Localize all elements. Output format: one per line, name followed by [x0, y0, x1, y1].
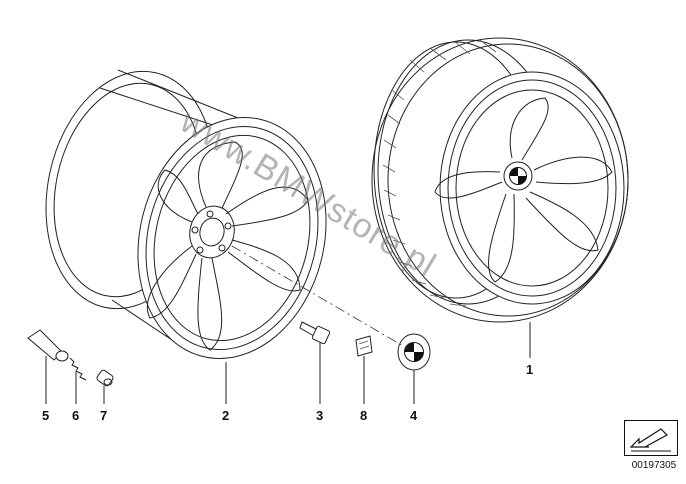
- valve-part-5[interactable]: [27, 329, 69, 362]
- reference-box: [624, 420, 678, 456]
- hub-cap-part-4[interactable]: [397, 333, 431, 371]
- callout-3: 3: [316, 408, 323, 423]
- callout-8: 8: [360, 408, 367, 423]
- callout-6: 6: [72, 408, 79, 423]
- valve-spring-part-6[interactable]: [69, 357, 87, 381]
- complete-wheel-part-1[interactable]: [371, 37, 629, 323]
- callout-4: 4: [410, 408, 418, 423]
- centre-cap-seal-part-8[interactable]: [355, 335, 373, 357]
- wheel-bolt-part-3[interactable]: [299, 321, 331, 345]
- reference-number: 00197305: [631, 460, 677, 471]
- callout-2: 2: [222, 408, 229, 423]
- callout-5: 5: [42, 408, 49, 423]
- arrow-down-left-icon: [629, 428, 671, 452]
- callout-1: 1: [526, 362, 533, 377]
- valve-cap-part-7[interactable]: [96, 369, 114, 387]
- callout-7: 7: [100, 408, 107, 423]
- rim-part-2[interactable]: [25, 56, 351, 379]
- bmw-roundel-icon: [509, 167, 527, 185]
- assembly-axis-line: [231, 245, 411, 351]
